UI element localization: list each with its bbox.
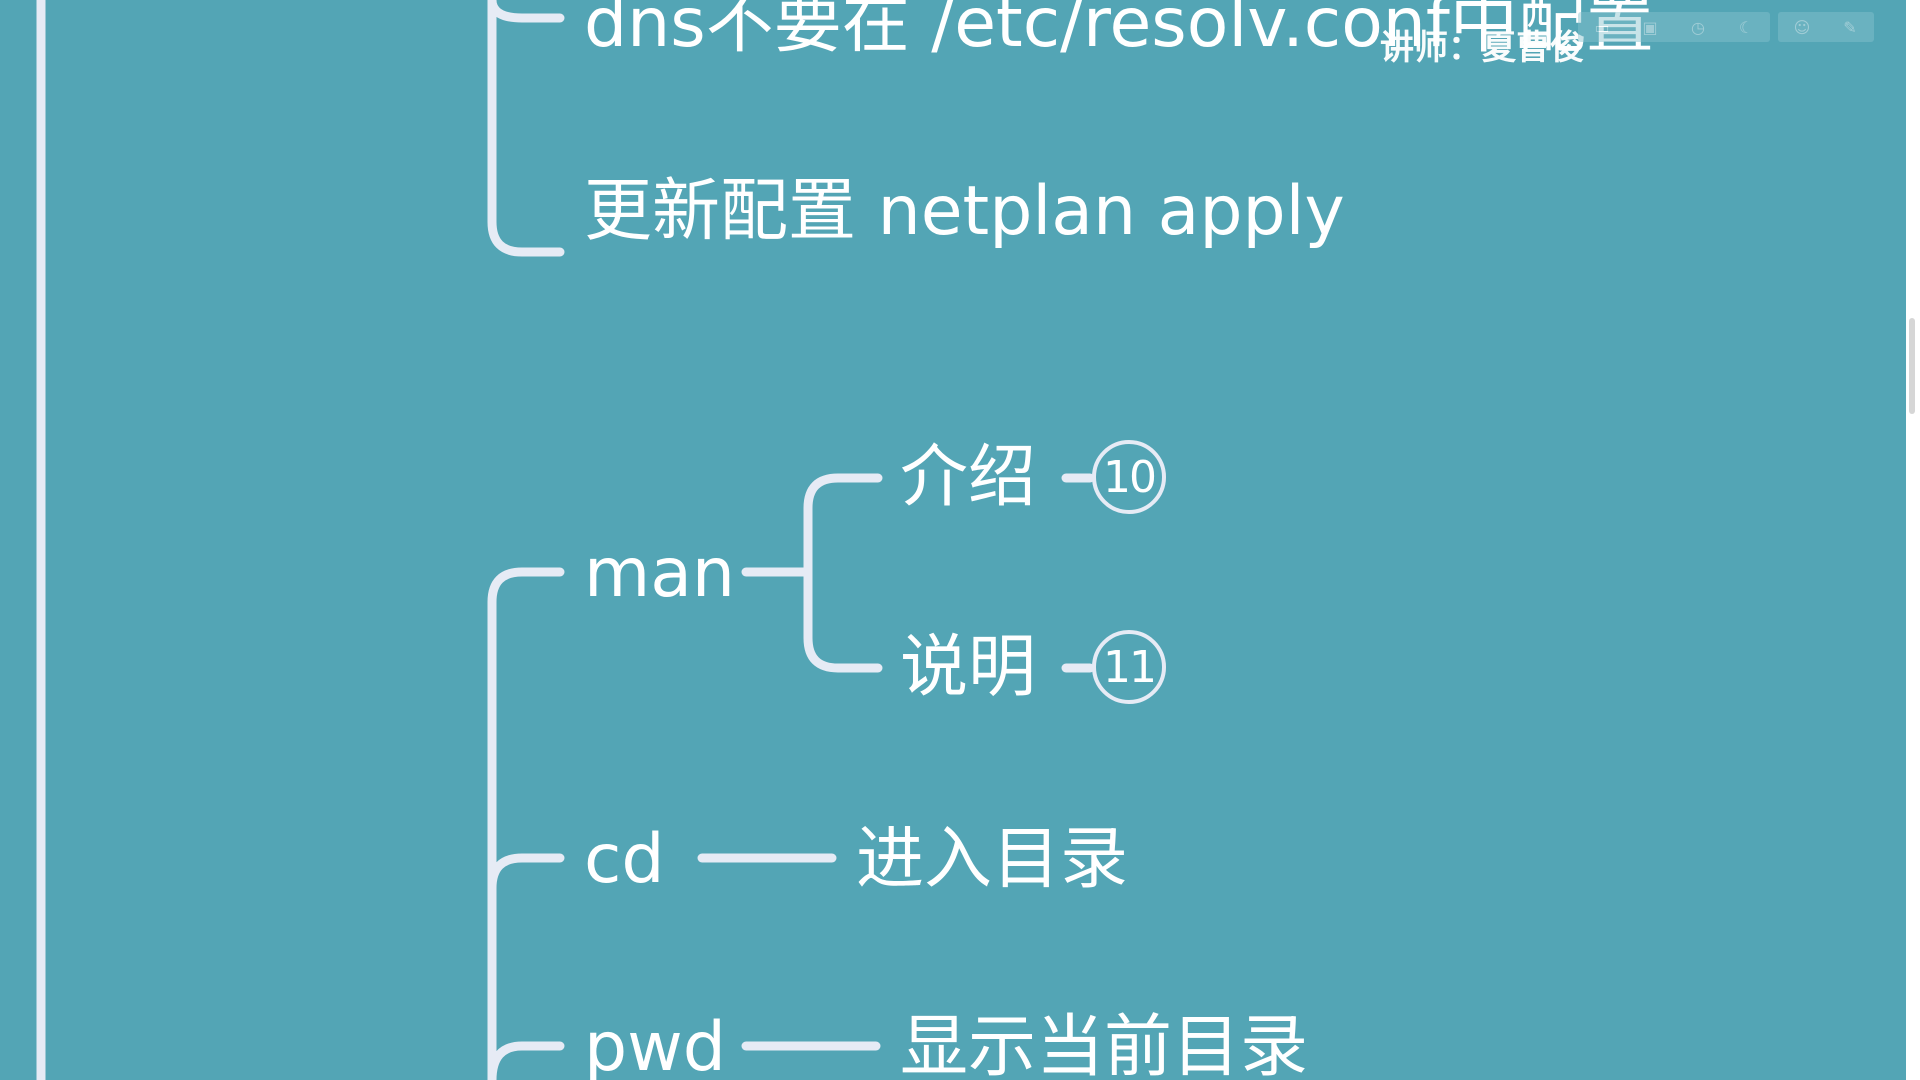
screen-icon[interactable]: ▣ (1642, 17, 1658, 37)
instructor-watermark: 讲师：夏曹俊 (1380, 28, 1584, 68)
man-sub-bracket (803, 473, 883, 673)
node-cd-desc: 进入目录 (856, 820, 1129, 899)
node-man-desc: 说明 (900, 628, 1037, 707)
node-man-intro: 介绍 (900, 438, 1037, 517)
pin-icon[interactable]: ✎ (1843, 17, 1857, 37)
badge-intro-number: 10 (1092, 440, 1166, 514)
node-pwd-desc: 显示当前目录 (900, 1008, 1309, 1080)
moon-icon[interactable]: ☾ (1738, 17, 1754, 37)
node-cd: cd (584, 820, 665, 899)
node-pwd: pwd (584, 1008, 726, 1080)
node-dns-note: dns不要在 /etc/resolv.conf中配置 (584, 0, 1654, 63)
lower-branch-bracket (487, 567, 565, 1080)
node-man: man (584, 534, 736, 613)
vertical-scrollbar[interactable] (1906, 0, 1920, 1080)
toolbar-group-right: ☺ ✎ (1778, 12, 1874, 42)
floating-toolbar: ▭ ▣ ◷ ☾ ☺ ✎ (1578, 12, 1874, 42)
scrollbar-thumb[interactable] (1909, 318, 1915, 414)
toolbar-group-left: ▭ ▣ ◷ ☾ (1578, 12, 1770, 42)
chat-icon[interactable]: ▭ (1594, 17, 1610, 37)
node-netplan-apply: 更新配置 netplan apply (584, 172, 1345, 251)
smile-icon[interactable]: ☺ (1793, 17, 1811, 37)
upper-branch-bracket (487, 0, 565, 257)
clock-icon[interactable]: ◷ (1691, 17, 1705, 37)
badge-desc-number: 11 (1092, 630, 1166, 704)
